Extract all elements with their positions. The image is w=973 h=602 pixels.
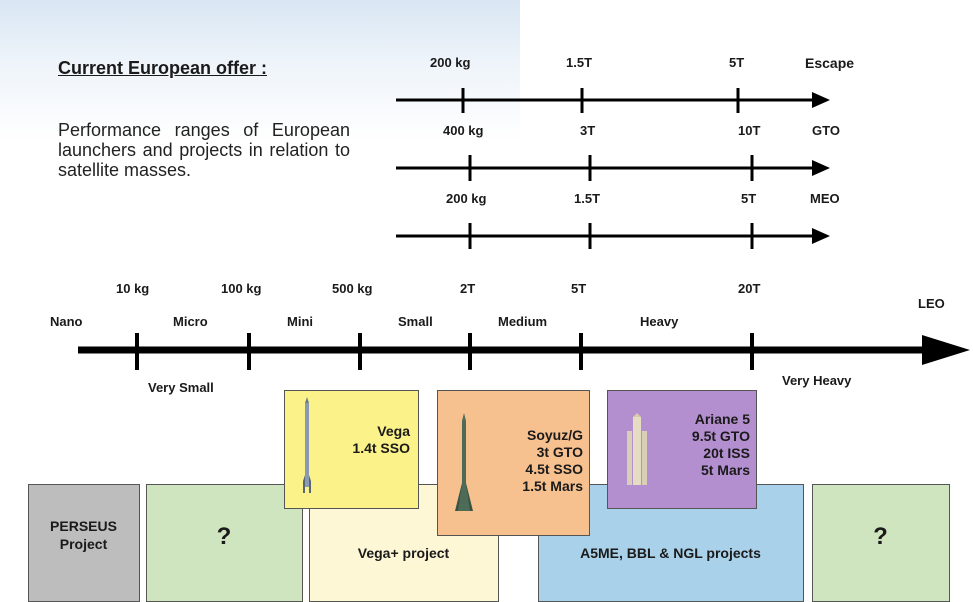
launcher-line: 9.5t GTO: [691, 428, 750, 444]
rocket-boosters: [455, 483, 473, 511]
gto-tick-label: 10T: [738, 123, 761, 138]
leo-class-label: Micro: [173, 314, 208, 329]
project-label: Project: [59, 536, 108, 552]
leo-class-label: Very Heavy: [782, 373, 852, 388]
launcher-line: 3t GTO: [536, 444, 583, 460]
rocket-icon: [303, 397, 311, 493]
leo-mass-label: 5T: [571, 281, 587, 296]
leo-class-label: Very Small: [148, 380, 214, 395]
description-text: Performance ranges of European launchers…: [58, 120, 350, 180]
rocket-fins: [303, 475, 311, 493]
leo-mass-label: 100 kg: [221, 281, 262, 296]
leo-mass-label: 20T: [738, 281, 761, 296]
leo-class-label: Small: [398, 314, 433, 329]
project-label: Vega+ project: [357, 545, 450, 561]
gto-tick-label: 3T: [580, 123, 596, 138]
project-box-perseus: PERSEUS Project: [28, 484, 140, 602]
rocket-nose: [305, 397, 309, 403]
launcher-box-vega: Vega 1.4t SSO: [284, 390, 419, 509]
meo-arrowhead: [812, 228, 830, 244]
launcher-line: 5t Mars: [700, 462, 750, 478]
rocket-body: [305, 403, 309, 487]
rocket-nose: [633, 413, 641, 417]
launcher-line: 4.5t SSO: [525, 461, 583, 477]
escape-tick-label: 1.5T: [566, 55, 593, 70]
leo-class-label: Medium: [498, 314, 548, 329]
escape-orbit-label: Escape: [805, 55, 855, 71]
launcher-line: Ariane 5: [694, 411, 750, 427]
leo-mass-label: 2T: [460, 281, 476, 296]
leo-class-label: Heavy: [640, 314, 679, 329]
leo-class-label: Mini: [287, 314, 313, 329]
leo-class-label: Nano: [50, 314, 83, 329]
launcher-line: Vega: [377, 423, 410, 439]
leo-mass-label: 500 kg: [332, 281, 373, 296]
launcher-line: 1.4t SSO: [352, 440, 410, 456]
launcher-line: 1.5t Mars: [522, 478, 583, 494]
project-label: A5ME, BBL & NGL projects: [580, 545, 761, 561]
leo-arrowhead: [922, 335, 970, 365]
meo-tick-label: 1.5T: [574, 191, 601, 206]
header-background: [0, 0, 520, 140]
gto-arrowhead: [812, 160, 830, 176]
launcher-box-ariane: Ariane 5 9.5t GTO 20t ISS 5t Mars: [607, 390, 757, 509]
leo-mass-label: 10 kg: [116, 281, 150, 296]
escape-tick-label: 200 kg: [430, 55, 471, 70]
rocket-body: [456, 413, 472, 511]
launcher-box-soyuz: Soyuz/G 3t GTO 4.5t SSO 1.5t Mars: [437, 390, 590, 536]
meo-tick-label: 5T: [741, 191, 757, 206]
project-label: ?: [873, 523, 888, 550]
project-box-unknown-large: ?: [812, 484, 950, 602]
project-label: ?: [216, 523, 232, 550]
meo-tick-label: 200 kg: [446, 191, 487, 206]
gto-tick-label: 400 kg: [443, 123, 484, 138]
rocket-icon: [627, 413, 647, 485]
rocket-icon: [455, 413, 473, 511]
project-label: PERSEUS: [50, 518, 117, 534]
leo-orbit-label: LEO: [918, 296, 945, 311]
gto-orbit-label: GTO: [812, 123, 840, 138]
page-title: Current European offer :: [58, 58, 268, 78]
rocket-booster: [627, 431, 632, 485]
rocket-core: [633, 417, 641, 485]
rocket-booster: [642, 431, 647, 485]
escape-tick-label: 5T: [729, 55, 745, 70]
project-box-unknown-small: ?: [146, 484, 303, 602]
launcher-line: Soyuz/G: [526, 427, 583, 443]
escape-arrowhead: [812, 92, 830, 108]
launcher-line: 20t ISS: [703, 445, 750, 461]
meo-orbit-label: MEO: [810, 191, 840, 206]
